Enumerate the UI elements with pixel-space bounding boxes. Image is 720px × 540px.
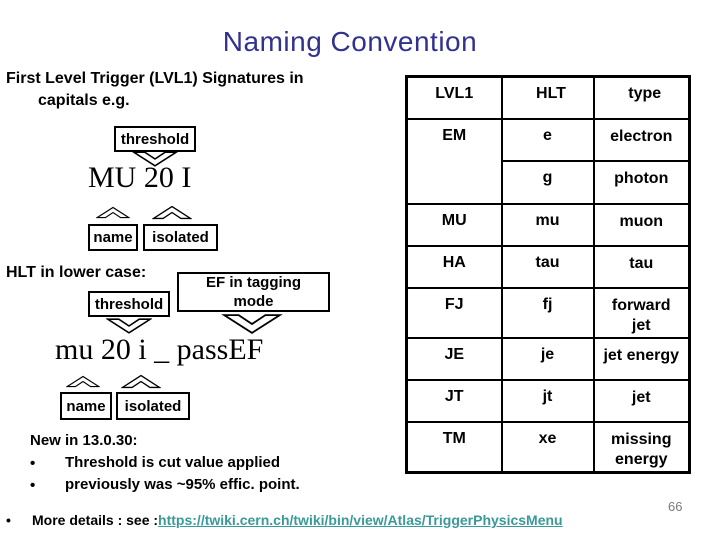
hlt-name-label: name <box>66 397 106 415</box>
cell-hlt: mu <box>500 202 595 247</box>
lvl1-name-box: name <box>88 224 138 251</box>
lvl1-threshold-label: threshold <box>120 130 190 148</box>
up-arrow-icon <box>96 206 130 219</box>
note-line: Threshold is cut value applied <box>65 454 281 471</box>
cell-type: tau <box>592 244 691 289</box>
page-number: 66 <box>668 499 683 514</box>
header-lvl1: LVL1 <box>405 75 503 120</box>
lvl1-isolated-box: isolated <box>143 224 218 251</box>
lvl1-intro-line1: First Level Trigger (LVL1) Signatures in <box>6 70 304 87</box>
table-row: JE je jet energy <box>405 336 691 381</box>
cell-type: jet energy <box>592 336 691 381</box>
lvl1-threshold-box: threshold <box>114 126 196 152</box>
cell-lvl1: EM <box>405 117 503 205</box>
lvl1-name-label: name <box>93 229 133 246</box>
bullet-icon: • <box>30 455 36 472</box>
cell-type: electron <box>592 117 691 162</box>
hlt-threshold-box: threshold <box>88 291 170 317</box>
footer: • More details : see :https://twiki.cern.… <box>6 512 563 528</box>
hlt-threshold-label: threshold <box>94 295 164 313</box>
cell-type: photon <box>592 159 691 205</box>
down-arrow-icon <box>106 318 152 334</box>
up-arrow-icon <box>152 205 192 220</box>
down-arrow-icon <box>132 151 178 167</box>
lvl1-intro-line2: capitals e.g. <box>38 92 130 109</box>
cell-type: missing energy <box>592 420 691 473</box>
hlt-isolated-label: isolated <box>124 397 182 415</box>
down-arrow-icon <box>221 314 283 334</box>
up-arrow-icon <box>66 375 100 388</box>
cell-type: jet <box>592 378 691 423</box>
up-arrow-icon <box>121 374 161 389</box>
cell-type: forward jet <box>592 286 691 339</box>
cell-hlt: fj <box>500 286 595 339</box>
cell-lvl1: MU <box>405 202 503 247</box>
cell-lvl1: TM <box>405 420 503 473</box>
trigger-naming-table: LVL1 HLT type EM e electron g photon MU … <box>405 75 691 474</box>
page-title: Naming Convention <box>222 26 478 57</box>
bullet-icon: • <box>6 512 11 528</box>
table-row: JT jt jet <box>405 378 691 423</box>
cell-hlt: g <box>500 159 595 205</box>
note-line: previously was ~95% effic. point. <box>65 476 300 493</box>
header-hlt: HLT <box>500 75 595 120</box>
table-row: HA tau tau <box>405 244 691 289</box>
cell-type: muon <box>592 202 691 247</box>
ef-tagging-label: EF in tagging mode <box>206 274 301 310</box>
hlt-example-text: mu 20 i _ passEF <box>55 333 264 366</box>
cell-lvl1: FJ <box>405 286 503 339</box>
table-row: MU mu muon <box>405 202 691 247</box>
lvl1-isolated-label: isolated <box>152 229 209 246</box>
cell-hlt: e <box>500 117 595 162</box>
notes-heading: New in 13.0.30: <box>30 432 138 449</box>
hlt-name-box: name <box>60 392 112 420</box>
lvl1-example-text: MU 20 I <box>88 161 192 194</box>
table-row: g photon <box>407 159 691 205</box>
cell-lvl1: JT <box>405 378 503 423</box>
header-type: type <box>592 75 691 120</box>
footer-prefix: More details : see : <box>32 512 159 528</box>
table-row: FJ fj forward jet <box>405 286 691 339</box>
cell-lvl1: HA <box>405 244 503 289</box>
cell-hlt: je <box>500 336 595 381</box>
cell-hlt: xe <box>500 420 595 473</box>
table-row: TM xe missing energy <box>405 420 691 473</box>
cell-hlt: tau <box>500 244 595 289</box>
table-row: EM e electron <box>405 117 691 205</box>
cell-hlt: jt <box>500 378 595 423</box>
cell-lvl1: JE <box>405 336 503 381</box>
bullet-icon: • <box>30 477 36 494</box>
hlt-isolated-box: isolated <box>116 392 190 420</box>
hlt-heading: HLT in lower case: <box>6 264 147 281</box>
twiki-link[interactable]: https://twiki.cern.ch/twiki/bin/view/Atl… <box>158 512 563 528</box>
table-header-row: LVL1 HLT type <box>405 75 691 120</box>
ef-tagging-box: EF in tagging mode <box>177 272 330 312</box>
